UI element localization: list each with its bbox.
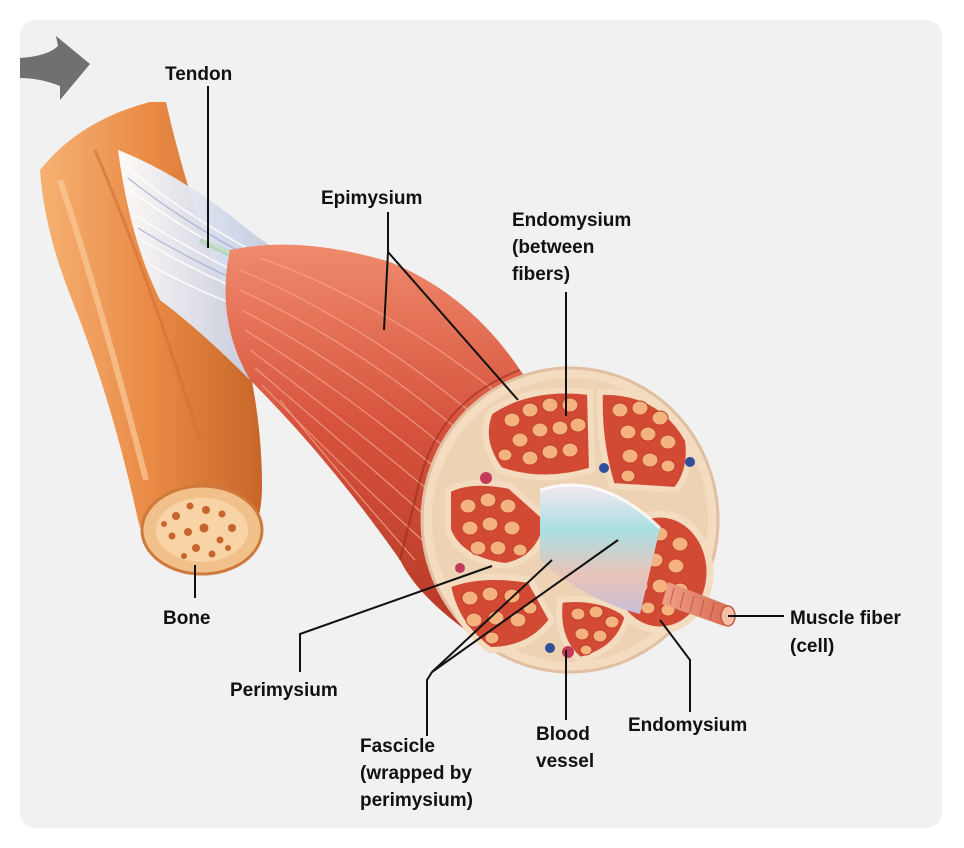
- label-fascicle-line2: (wrapped by: [360, 763, 472, 784]
- label-muscle-fiber-line1: Muscle fiber: [790, 608, 901, 629]
- label-fascicle-line1: Fascicle: [360, 736, 435, 757]
- label-epimysium: Epimysium: [321, 188, 422, 209]
- labels: Tendon Epimysium Endomysium (between fib…: [163, 64, 901, 811]
- label-bone: Bone: [163, 608, 211, 629]
- muscle-cross-section: [420, 366, 736, 674]
- label-endomysium-top-line3: fibers): [512, 264, 570, 285]
- label-blood-vessel-line2: vessel: [536, 751, 594, 772]
- label-blood-vessel-line1: Blood: [536, 724, 590, 745]
- gray-arrow-icon: [20, 36, 90, 100]
- label-fascicle-line3: perimysium): [360, 790, 473, 811]
- label-endomysium-top-line2: (between: [512, 237, 594, 258]
- leader-lines: [194, 86, 784, 736]
- blood-vessel-dots: [455, 457, 695, 658]
- label-muscle-fiber-line2: (cell): [790, 636, 834, 657]
- bone-pores: [161, 502, 236, 559]
- label-tendon: Tendon: [165, 64, 232, 85]
- label-endomysium-top-line1: Endomysium: [512, 210, 631, 231]
- muscle-striations: [239, 257, 501, 561]
- fascicle-tube: [539, 483, 662, 614]
- label-endomysium-bottom: Endomysium: [628, 715, 747, 736]
- bone: [40, 102, 264, 576]
- label-perimysium: Perimysium: [230, 680, 338, 701]
